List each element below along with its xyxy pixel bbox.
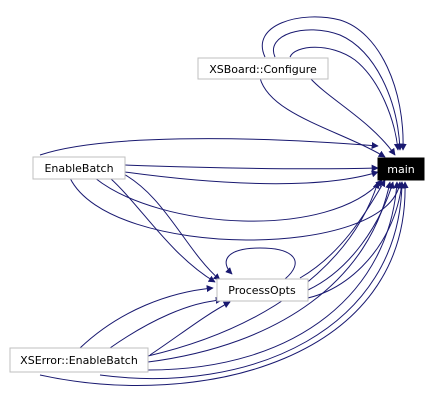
edge-xserror-main-4 (99, 181, 406, 379)
edge-xserror-main-1 (147, 181, 380, 357)
edge-configure-main-4 (309, 77, 396, 156)
edge-xserror-process-2 (109, 296, 223, 349)
edge-process-main-2 (307, 181, 395, 291)
edges-enablebatch-to-main (39, 138, 403, 241)
edge-enable-main-2 (124, 164, 379, 172)
edge-xserror-main-3 (147, 181, 401, 371)
edge-process-self (225, 247, 296, 280)
edges-configure-to-main (259, 16, 407, 158)
node-processopts[interactable]: ProcessOpts (216, 278, 309, 302)
edge-configure-main-3 (289, 46, 401, 151)
edge-process-main-1 (299, 179, 386, 279)
edge-xserror-main-5 (39, 181, 409, 386)
edge-enable-main-1 (39, 138, 379, 156)
edge-configure-main-2 (272, 29, 404, 151)
node-main-label: main (387, 163, 415, 176)
edge-enable-process-1 (109, 177, 216, 283)
edge-enable-main-4 (94, 177, 383, 222)
edge-xserror-process-1 (79, 285, 214, 349)
node-configure[interactable]: XSBoard::Configure (197, 57, 329, 80)
node-xserror[interactable]: XSError::EnableBatch (9, 347, 149, 373)
node-xserror-label: XSError::EnableBatch (20, 354, 138, 367)
node-main[interactable]: main (377, 157, 425, 181)
node-configure-label: XSBoard::Configure (209, 63, 317, 76)
edge-enable-process-2 (119, 171, 221, 281)
edge-xserror-process-3 (149, 301, 231, 356)
node-enablebatch-label: EnableBatch (44, 162, 113, 175)
edge-configure-main-1 (262, 16, 407, 151)
edge-xserror-main-2 (147, 181, 393, 363)
edges-xserror-to-processopts (79, 285, 231, 356)
edge-configure-main-5 (259, 77, 386, 158)
edge-enable-main-3 (124, 170, 379, 185)
node-enablebatch[interactable]: EnableBatch (32, 156, 126, 180)
edges-enablebatch-to-processopts (109, 171, 221, 283)
node-processopts-label: ProcessOpts (228, 284, 296, 297)
edge-processopts-self (225, 247, 296, 280)
